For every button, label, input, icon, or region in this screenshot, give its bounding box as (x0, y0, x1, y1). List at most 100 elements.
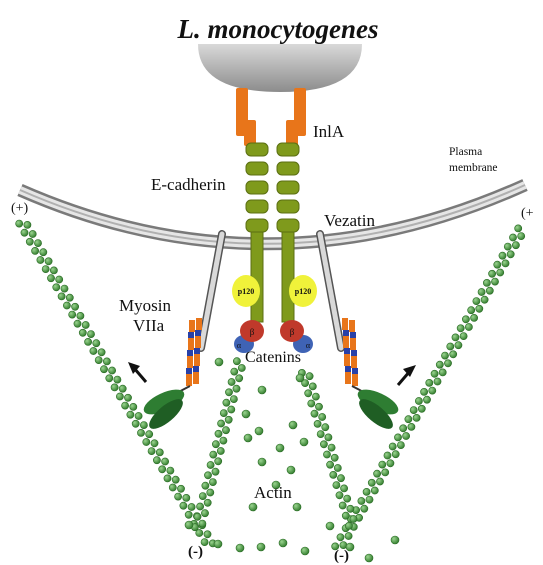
actin-bead (29, 230, 36, 237)
e-cadherin-label: E-cadherin (151, 175, 226, 194)
actin-bead (210, 451, 217, 458)
actin-bead (116, 393, 123, 400)
actin-bead (315, 403, 322, 410)
actin-bead (366, 496, 373, 503)
actin-bead (56, 276, 63, 283)
actin-bead (460, 333, 467, 340)
actin-bead (167, 467, 174, 474)
actin-bead (172, 476, 179, 483)
actin-bead (371, 487, 378, 494)
actin-bead (413, 414, 420, 421)
actin-bead (215, 458, 222, 465)
vezatin-right (320, 234, 341, 348)
actin-bead (159, 466, 166, 473)
actin-bead (450, 351, 457, 358)
actin-bead (330, 471, 337, 478)
actin-bead (384, 452, 391, 459)
actin-bead (217, 447, 224, 454)
minus-end-left-label: (-) (188, 544, 203, 560)
actin-bead (499, 252, 506, 259)
actin-bead (322, 424, 329, 431)
actin-bead (69, 311, 76, 318)
actin-bead (421, 388, 428, 395)
actin-bead (66, 294, 73, 301)
actin-monomer (258, 458, 266, 466)
actin-bead (233, 385, 240, 392)
actin-monomer (249, 503, 257, 511)
actin-bead (87, 331, 94, 338)
actin-bead (483, 279, 490, 286)
actin-bead (504, 243, 511, 250)
actin-bead (119, 385, 126, 392)
actin-bead (218, 420, 225, 427)
actin-bead (106, 375, 113, 382)
actin-bead (444, 360, 451, 367)
actin-bead (319, 413, 326, 420)
actin-bead (471, 314, 478, 321)
actin-bead (387, 460, 394, 467)
actin-bead (305, 390, 312, 397)
actin-bead (100, 366, 107, 373)
diagram-title: L. monocytogenes (177, 14, 379, 44)
actin-bead (320, 441, 327, 448)
actin-bead (439, 369, 446, 376)
actin-bead (429, 387, 436, 394)
actin-bead (328, 444, 335, 451)
actin-bead (21, 229, 28, 236)
actin-bead (374, 470, 381, 477)
plasma-membrane-label-line1: Plasma (449, 146, 482, 158)
actin-bead (199, 520, 206, 527)
actin-bead (34, 240, 41, 247)
actin-bead (169, 484, 176, 491)
actin-bead (452, 334, 459, 341)
actin-bead (518, 233, 525, 240)
actin-bead (368, 479, 375, 486)
actin-bead (337, 475, 344, 482)
actin-bead (478, 288, 485, 295)
actin-bead (225, 416, 232, 423)
actin-monomer (391, 536, 399, 544)
actin-monomer (279, 539, 287, 547)
actin-bead (175, 493, 182, 500)
actin-bead (509, 234, 516, 241)
actin-bead (363, 488, 370, 495)
actin-bead (77, 312, 84, 319)
actin-bead (228, 406, 235, 413)
actin-bead (183, 494, 190, 501)
actin-bead (222, 427, 229, 434)
inla-label: InlA (313, 122, 345, 141)
catenins-label: Catenins (245, 349, 301, 366)
actin-bead (199, 493, 206, 500)
actin-monomer (300, 438, 308, 446)
actin-bead (323, 451, 330, 458)
actin-bead (455, 342, 462, 349)
actin-monomer (214, 540, 222, 548)
actin-bead (376, 478, 383, 485)
actin-bead (497, 269, 504, 276)
actin-bead (486, 287, 493, 294)
myosin-viia-left (140, 318, 202, 434)
actin-bead (95, 357, 102, 364)
actin-bead (42, 266, 49, 273)
actin-monomer (289, 421, 297, 429)
actin-bead (50, 267, 57, 274)
actin-bead (122, 402, 129, 409)
actin-bead (515, 225, 522, 232)
actin-monomer (365, 554, 373, 562)
actin-bead (408, 423, 415, 430)
actin-bead (197, 503, 204, 510)
myosin-label-line1: Myosin (119, 296, 171, 315)
actin-bead (476, 305, 483, 312)
actin-bead (230, 396, 237, 403)
actin-bead (473, 298, 480, 305)
actin-bead (494, 261, 501, 268)
actin-bead (502, 260, 509, 267)
actin-bead (98, 349, 105, 356)
actin-bead (507, 251, 514, 258)
actin-bead (137, 429, 144, 436)
actin-bead (489, 270, 496, 277)
actin-bead (447, 343, 454, 350)
actin-bead (361, 505, 368, 512)
actin-bead (512, 242, 519, 249)
actin-bead (331, 454, 338, 461)
